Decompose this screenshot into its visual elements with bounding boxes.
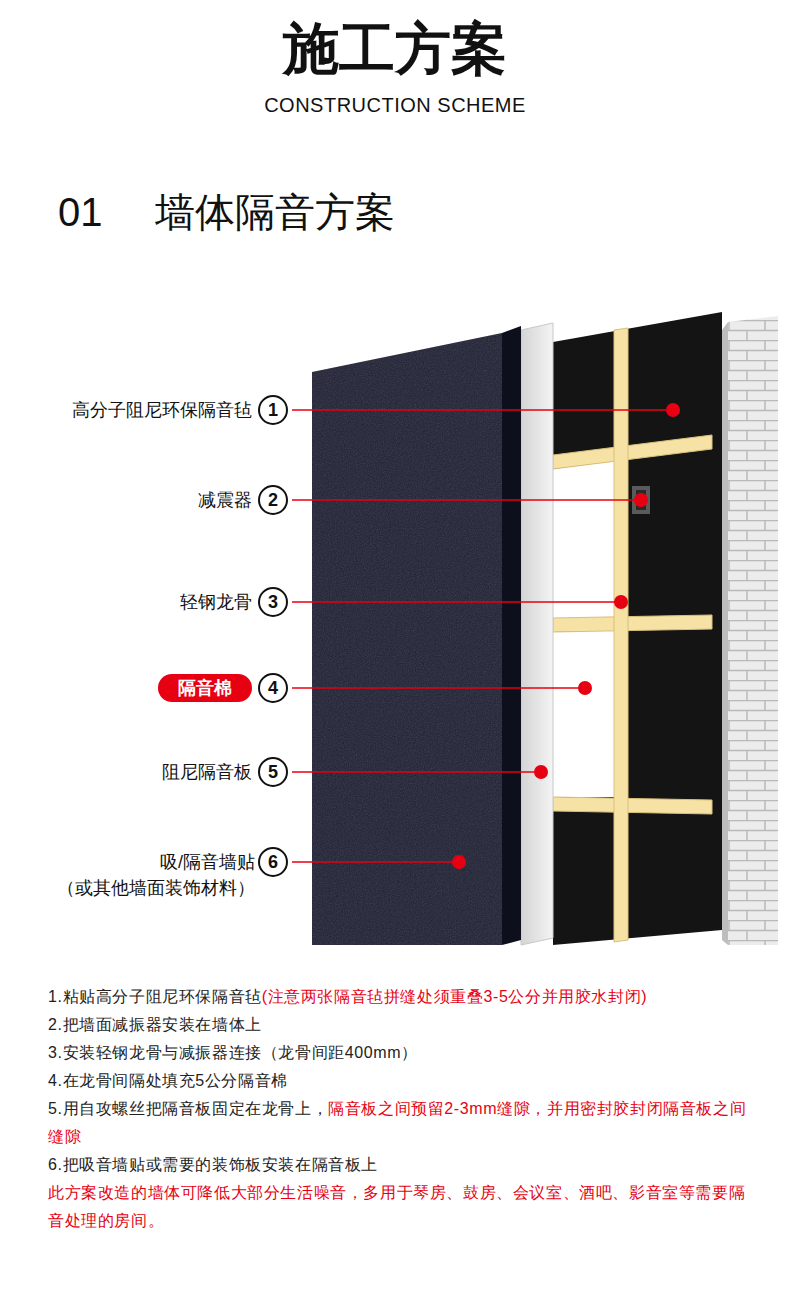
note-row: 2.把墙面减振器安装在墙体上	[48, 1011, 748, 1039]
highlight-tag: 隔音棉	[158, 674, 252, 702]
subtitle: CONSTRUCTION SCHEME	[0, 92, 790, 118]
callout-circle: 5	[257, 756, 289, 788]
part-name: 减震器	[198, 489, 252, 512]
callout-circle: 3	[257, 586, 289, 618]
callout-number: 3	[257, 586, 289, 618]
note-row: 3.安装轻钢龙骨与减振器连接（龙骨间距400mm）	[48, 1039, 748, 1067]
page-title: 施工方案	[0, 14, 790, 84]
note-step: 1.粘贴高分子阻尼环保隔音毡	[48, 988, 262, 1005]
part-name: 轻钢龙骨	[180, 591, 252, 614]
note-row: 5.用自攻螺丝把隔音板固定在龙骨上，隔音板之间预留2-3mm缝隙，并用密封胶封闭…	[48, 1095, 748, 1151]
damping-board	[521, 323, 553, 945]
part-name: 阻尼隔音板	[162, 761, 252, 784]
leader-dots	[452, 403, 680, 869]
leader-lines	[292, 410, 673, 862]
callout-number: 1	[257, 394, 289, 426]
note-warning: 此方案改造的墙体可降低大部分生活噪音，多用于琴房、鼓房、会议室、酒吧、影音室等需…	[48, 1184, 745, 1229]
note-step: 2.把墙面减振器安装在墙体上	[48, 1016, 262, 1033]
note-step: 6.把吸音墙贴或需要的装饰板安装在隔音板上	[48, 1156, 378, 1173]
callout-number: 4	[257, 672, 289, 704]
section-number: 01	[58, 186, 103, 238]
tag-text: 隔音棉	[178, 674, 232, 702]
note-row: 此方案改造的墙体可降低大部分生活噪音，多用于琴房、鼓房、会议室、酒吧、影音室等需…	[48, 1179, 748, 1235]
callout-number: 2	[257, 484, 289, 516]
note-step: 5.用自攻螺丝把隔音板固定在龙骨上，	[48, 1100, 328, 1117]
notes-block: 1.粘贴高分子阻尼环保隔音毡(注意两张隔音毡拼缝处须重叠3-5公分并用胶水封闭)…	[48, 983, 748, 1235]
note-row: 6.把吸音墙贴或需要的装饰板安装在隔音板上	[48, 1151, 748, 1179]
note-step: 4.在龙骨间隔处填充5公分隔音棉	[48, 1072, 288, 1089]
callout-number: 6	[257, 846, 289, 878]
callout-circle: 2	[257, 484, 289, 516]
part-name: 吸/隔音墙贴 （或其他墙面装饰材料）	[5, 849, 255, 901]
note-step: 3.安装轻钢龙骨与减振器连接（龙骨间距400mm）	[48, 1044, 418, 1061]
shock-absorber	[632, 486, 650, 514]
section-title: 墙体隔音方案	[155, 186, 395, 238]
note-warning: (注意两张隔音毡拼缝处须重叠3-5公分并用胶水封闭)	[262, 988, 647, 1005]
callout-circle: 1	[257, 394, 289, 426]
note-row: 1.粘贴高分子阻尼环保隔音毡(注意两张隔音毡拼缝处须重叠3-5公分并用胶水封闭)	[48, 983, 748, 1011]
brick-wall	[722, 316, 778, 945]
steel-keel	[553, 328, 712, 942]
felt-layer	[553, 312, 722, 945]
wall-panel	[312, 326, 521, 945]
callout-number: 5	[257, 756, 289, 788]
note-row: 4.在龙骨间隔处填充5公分隔音棉	[48, 1067, 748, 1095]
callout-circle: 4	[257, 672, 289, 704]
callout-circle: 6	[257, 846, 289, 878]
part-name: 高分子阻尼环保隔音毡	[72, 399, 252, 422]
